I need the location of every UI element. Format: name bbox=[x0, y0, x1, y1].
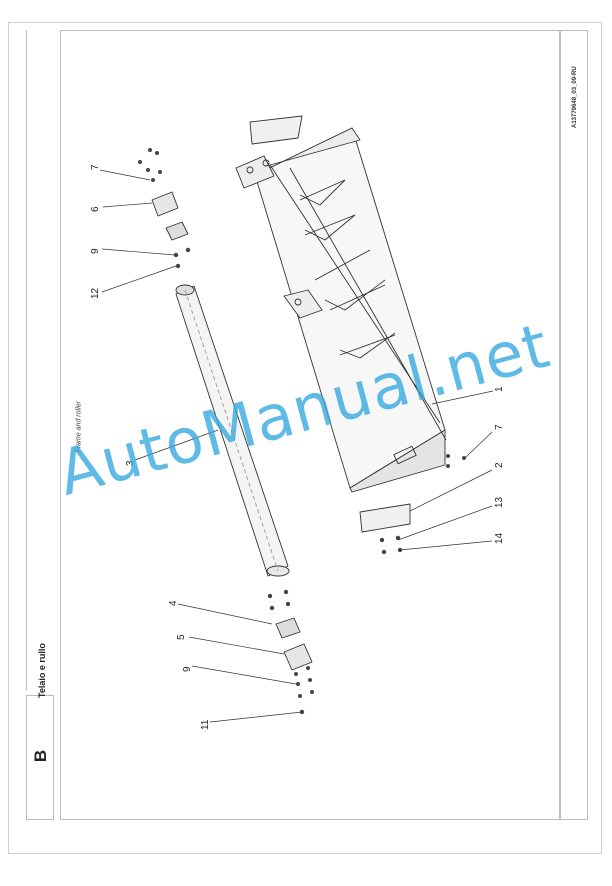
roller bbox=[175, 284, 290, 577]
page-border bbox=[8, 22, 602, 854]
callout-3: 3 bbox=[125, 460, 136, 466]
leader-lines bbox=[99, 169, 494, 723]
section-tab: B bbox=[26, 695, 54, 820]
callout-5: 5 bbox=[176, 634, 187, 640]
callout-1: 1 bbox=[494, 386, 505, 392]
callout-13: 13 bbox=[494, 496, 505, 508]
bearing-top bbox=[165, 221, 189, 241]
side-plate-top bbox=[249, 115, 303, 145]
callout-4: 4 bbox=[168, 600, 179, 606]
callout-9-top: 9 bbox=[90, 248, 101, 254]
callout-11: 11 bbox=[200, 719, 211, 730]
callout-7: 7 bbox=[494, 424, 505, 430]
callout-9-bottom: 9 bbox=[182, 666, 193, 672]
side-plate-item-2 bbox=[359, 503, 411, 533]
callout-8: 7 bbox=[90, 164, 101, 170]
title-tab: Telaio e rullo bbox=[26, 30, 54, 698]
housing-item-6 bbox=[151, 191, 179, 217]
callout-labels: 7 6 9 12 3 1 7 2 13 14 4 5 9 11 bbox=[90, 164, 505, 730]
frame-body bbox=[235, 127, 447, 493]
bearing-item-4 bbox=[275, 617, 301, 639]
housing-item-5 bbox=[283, 643, 313, 671]
code-strip: A13779648_03_09-RU bbox=[560, 30, 588, 820]
callout-6: 6 bbox=[90, 206, 101, 212]
callout-14: 14 bbox=[494, 532, 505, 544]
callout-12: 12 bbox=[90, 287, 101, 299]
fasteners bbox=[138, 148, 466, 715]
callout-2: 2 bbox=[494, 462, 505, 468]
drawing-frame: Frame and roller bbox=[60, 30, 560, 820]
